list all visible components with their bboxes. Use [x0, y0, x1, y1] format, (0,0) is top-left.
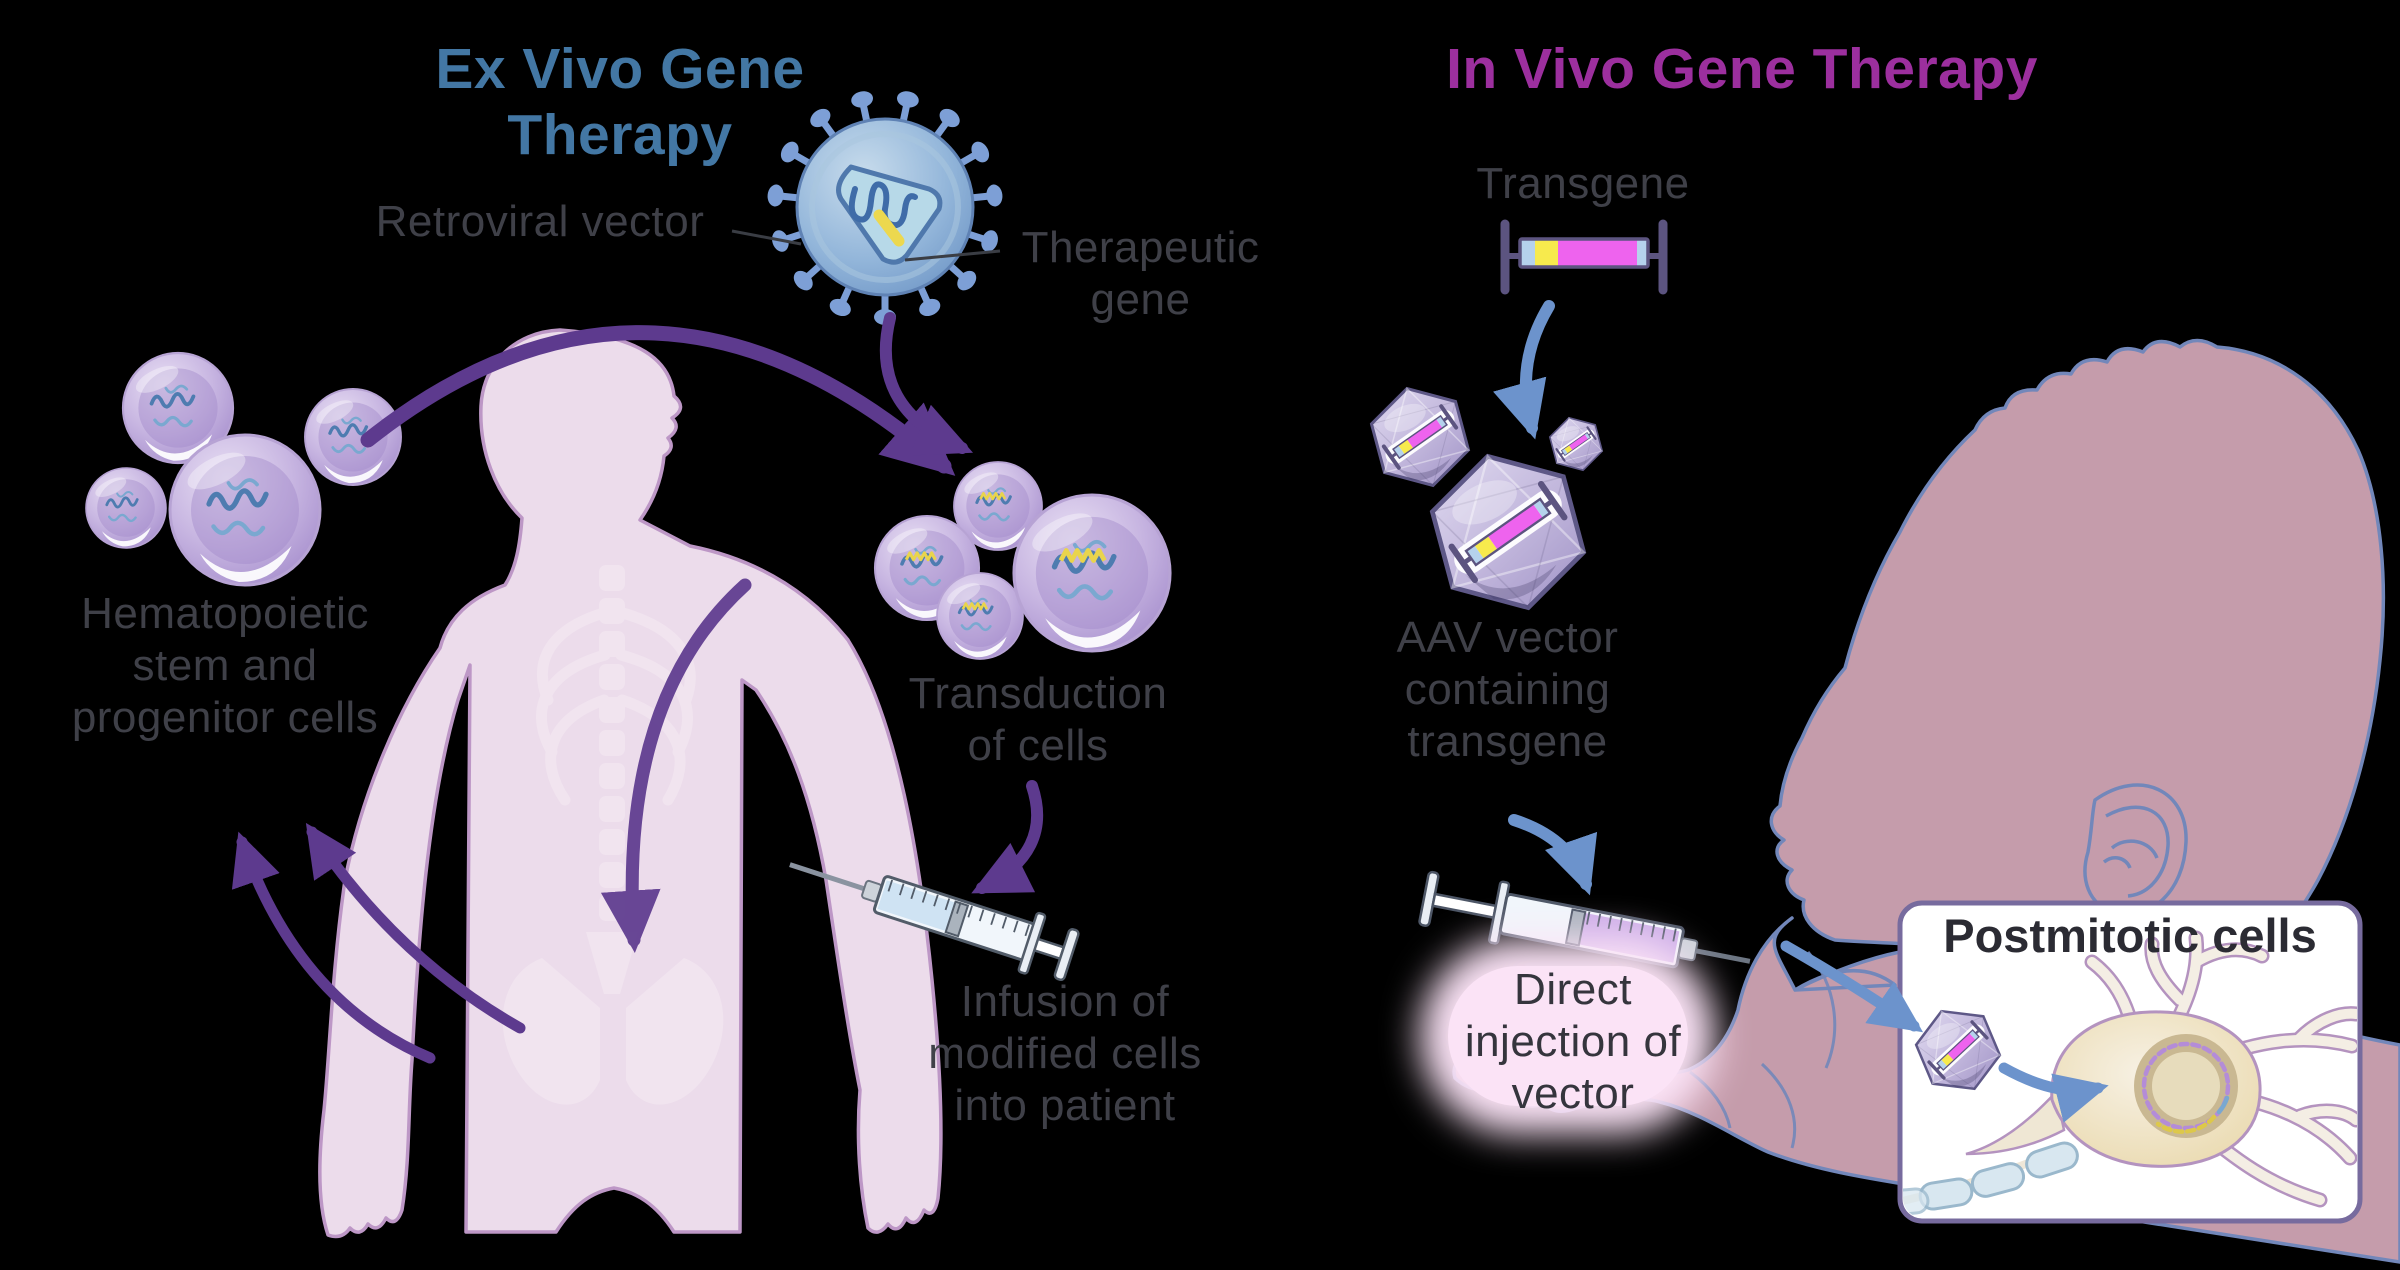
syringe-icon	[789, 862, 1080, 982]
arrow-harvest-2	[305, 822, 526, 1034]
stem-cells-label: Hematopoietic stem and progenitor cells	[71, 589, 379, 742]
arrow-into-marrow	[600, 578, 752, 953]
aav-vector-label: AAV vector containing transgene	[1396, 613, 1619, 766]
arrow-virus-to-cells	[879, 312, 974, 456]
axon-icon	[1903, 1141, 2079, 1217]
postmitotic-inset	[1780, 900, 2363, 1224]
viral-rna-icon	[848, 181, 918, 229]
neuron-icon	[1903, 930, 2357, 1217]
arrow-injection-to-inset	[1780, 940, 1924, 1033]
ex-vivo-arrows	[231, 312, 1044, 1064]
forearm-crease	[1689, 1070, 1732, 1129]
stem-cell-cluster-icon	[84, 351, 403, 585]
transgene-label: Transgene	[1476, 159, 1690, 208]
arrow-harvest-1	[231, 831, 436, 1064]
ex-vivo-title: Ex Vivo Gene Therapy	[435, 37, 805, 167]
episomal-dna-icon	[2141, 1041, 2231, 1134]
elbow-crease	[1760, 1062, 1797, 1149]
injection-label-glow	[1448, 966, 1688, 1106]
retroviral-vector-label: Retroviral vector	[375, 197, 705, 246]
therapeutic-gene-icon	[873, 209, 905, 247]
arrow-cells-to-transduction	[360, 325, 956, 476]
syringe-icon-in-vivo	[1418, 870, 1751, 969]
retrovirus-icon	[766, 89, 1003, 325]
arrow-aav-to-nucleus	[1998, 1062, 2109, 1123]
arrow-aav-to-syringe	[1508, 814, 1598, 896]
aav-capsid-group-icon	[1369, 386, 1604, 608]
postmitotic-title: Postmitotic cells	[1943, 909, 2317, 962]
transduction-label: Transduction of cells	[908, 669, 1168, 770]
skeleton-overlay	[502, 565, 724, 1105]
child-patient-figure	[318, 328, 943, 1239]
direct-injection-label: Direct injection of vector	[1464, 965, 1682, 1118]
label-line	[731, 229, 802, 246]
infant-head	[1769, 338, 2386, 985]
arrow-transgene-to-aav	[1493, 300, 1555, 440]
arrow-to-infusion	[971, 780, 1044, 894]
transgene-construct-icon	[1500, 219, 1668, 295]
in-vivo-title: In Vivo Gene Therapy	[1446, 37, 2038, 101]
therapeutic-gene-label: Therapeutic gene	[1021, 223, 1260, 324]
transduced-cell-cluster-icon	[875, 462, 1170, 659]
label-line	[904, 249, 1001, 262]
infusion-label: Infusion of modified cells into patient	[928, 977, 1202, 1130]
